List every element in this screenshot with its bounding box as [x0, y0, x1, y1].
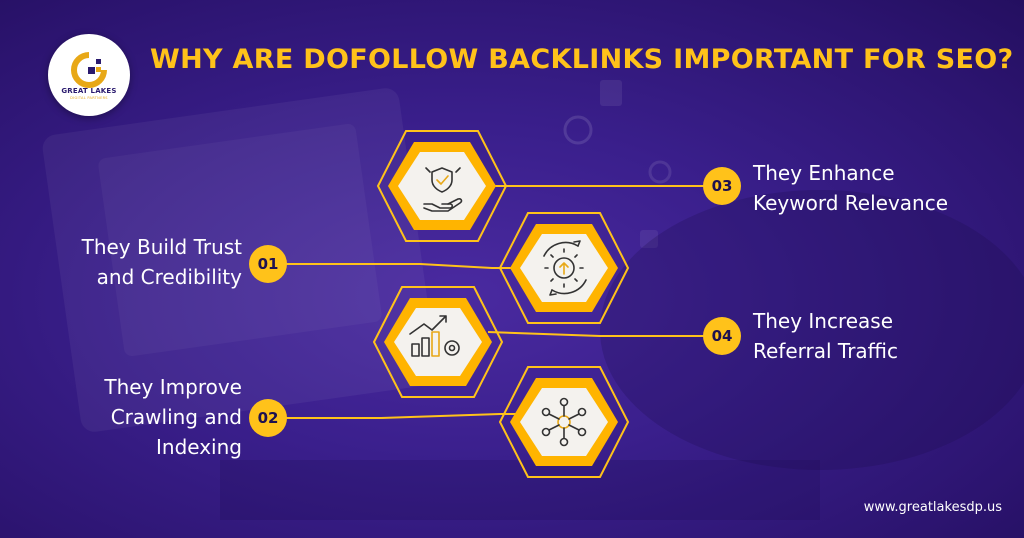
- label-03: They Enhance Keyword Relevance: [753, 161, 949, 215]
- badge-03: 03: [703, 167, 741, 205]
- gear-arrow-cycle-icon: [543, 240, 587, 296]
- footer-url: www.greatlakesdp.us: [863, 500, 1002, 515]
- badge-01: 01: [249, 245, 287, 283]
- hexagon-02: [498, 366, 630, 478]
- logo-subtitle: DIGITAL PARTNERS: [70, 95, 108, 100]
- logo-name: GREAT LAKES: [61, 86, 117, 95]
- logo: GREAT LAKES DIGITAL PARTNERS: [48, 34, 130, 116]
- hexagon-04: [372, 286, 504, 398]
- label-01: They Build Trust and Credibility: [81, 235, 242, 289]
- connector-02: [282, 413, 538, 419]
- growth-chart-gear-icon: [409, 315, 460, 357]
- badge-04: 04: [703, 317, 741, 355]
- connector-04: [487, 331, 706, 337]
- label-04: They Increase Referral Traffic: [753, 309, 898, 363]
- connector-lines: [282, 185, 712, 419]
- logo-mark-icon: [71, 51, 107, 88]
- badge-02: 02: [249, 399, 287, 437]
- hexagon-03: [376, 130, 508, 242]
- label-02: They Improve Crawling and Indexing: [104, 375, 242, 459]
- network-nodes-icon: [541, 397, 587, 447]
- hand-shield-check-icon: [423, 167, 463, 212]
- page-title: WHY ARE DOFOLLOW BACKLINKS IMPORTANT FOR…: [150, 44, 1014, 75]
